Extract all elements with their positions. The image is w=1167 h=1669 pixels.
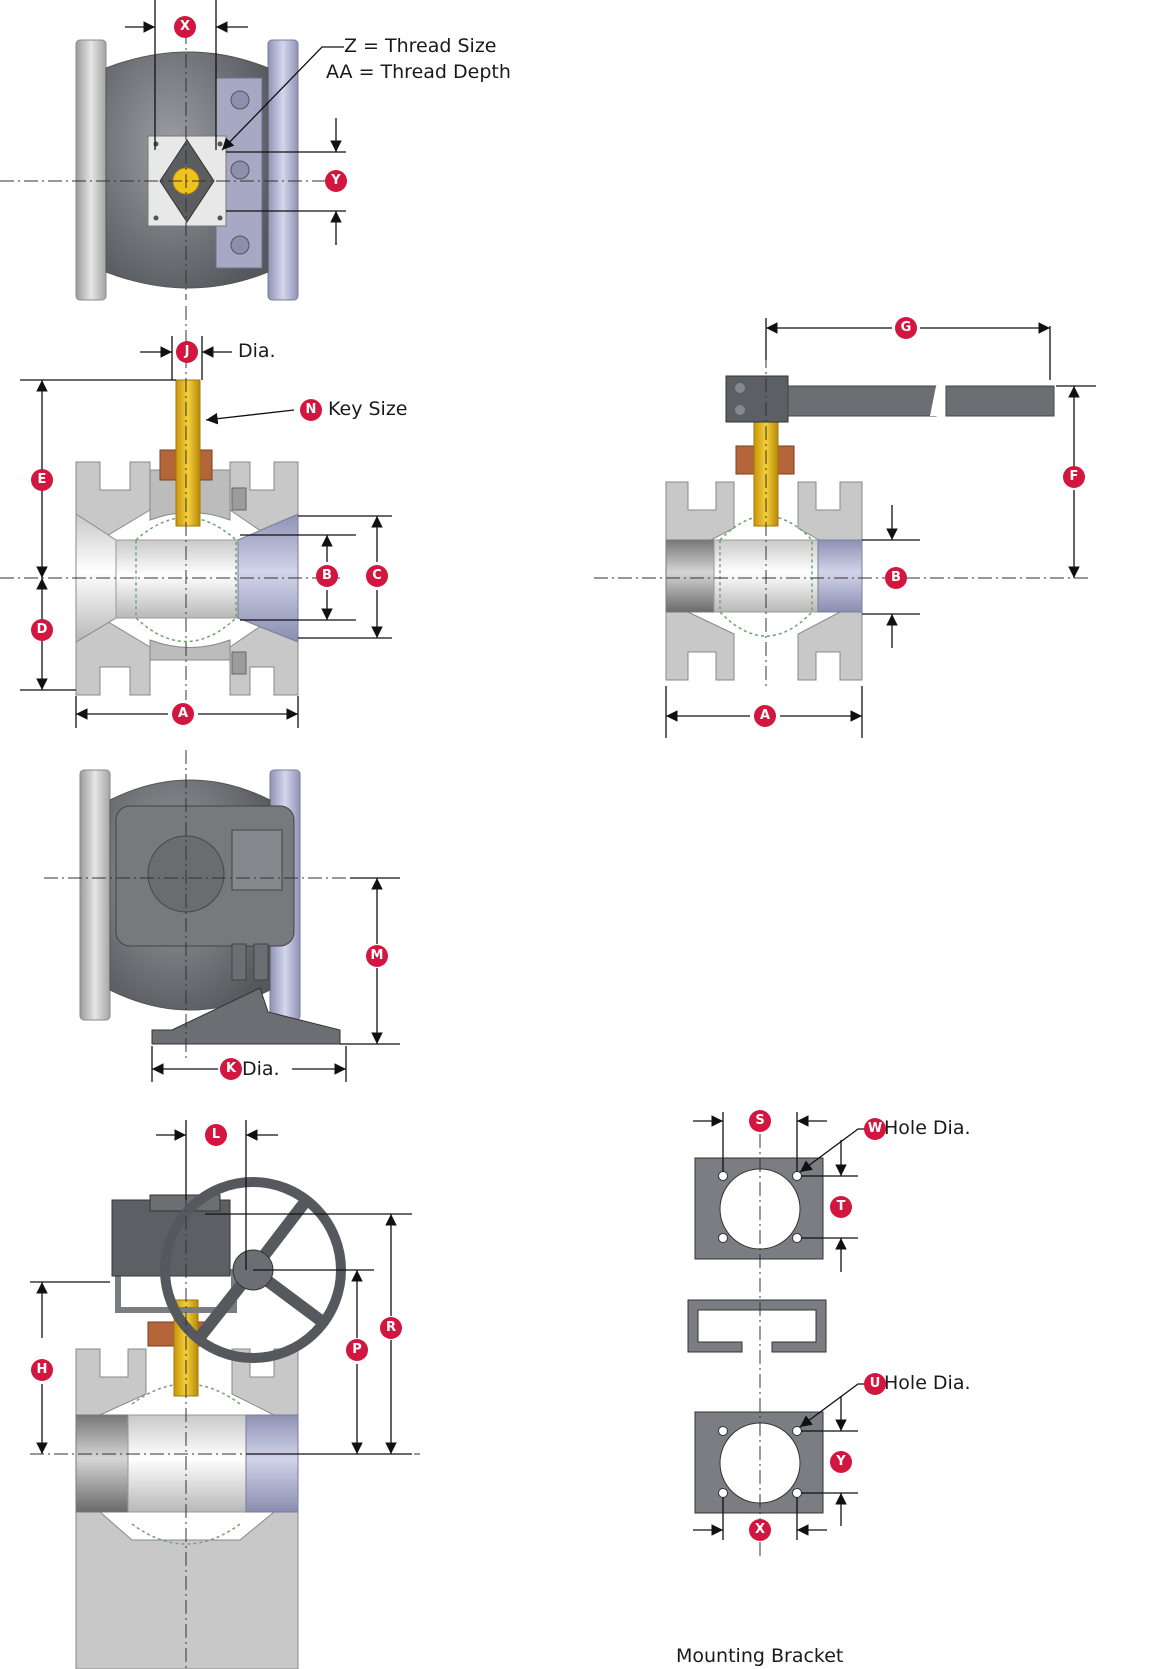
dim-badge-y-top: Y (325, 170, 347, 192)
k-dia-label: Dia. (242, 1058, 280, 1080)
thread-depth-label: AA = Thread Depth (326, 61, 511, 83)
dim-badge-t: T (830, 1196, 852, 1218)
dim-badge-m: M (366, 945, 388, 967)
view-gear-side (75, 1177, 346, 1669)
dim-badge-g: G (895, 317, 917, 339)
center-lines (0, 30, 1090, 1669)
dim-badge-a-right: A (754, 705, 776, 727)
view-gear-top (79, 769, 341, 1045)
j-dia-label: Dia. (238, 340, 276, 362)
dim-badge-a-left: A (172, 703, 194, 725)
dim-badge-f: F (1063, 466, 1085, 488)
view-mounting-bracket (687, 1157, 827, 1514)
dim-badge-u: U (864, 1373, 886, 1395)
view-lever (665, 375, 1055, 681)
dim-badge-b-right: B (885, 567, 907, 589)
view-section-key (75, 379, 299, 696)
dim-badge-r: R (380, 1317, 402, 1339)
mounting-bracket-label: Mounting Bracket (676, 1645, 844, 1667)
dim-badge-s: S (749, 1110, 771, 1132)
w-hole-dia-label: Hole Dia. (884, 1117, 971, 1139)
dim-badge-j: J (176, 341, 198, 363)
dim-badge-w: W (864, 1118, 886, 1140)
dim-badge-l: L (205, 1124, 227, 1146)
dimension-lines (20, 0, 1096, 1540)
dim-badge-k: K (220, 1058, 242, 1080)
dim-badge-b-left: B (316, 565, 338, 587)
dim-badge-c: C (366, 565, 388, 587)
dim-badge-n: N (300, 399, 322, 421)
dim-badge-d: D (31, 619, 53, 641)
dim-badge-x-bottom: X (749, 1519, 771, 1541)
u-hole-dia-label: Hole Dia. (884, 1372, 971, 1394)
dim-badge-y-bottom: Y (830, 1451, 852, 1473)
view-top-mounting (75, 39, 299, 301)
dim-badge-h: H (31, 1359, 53, 1381)
dim-badge-e: E (31, 469, 53, 491)
key-size-label: Key Size (328, 398, 408, 420)
dim-badge-x-top: X (174, 16, 196, 38)
dim-badge-p: P (346, 1339, 368, 1361)
thread-size-label: Z = Thread Size (344, 35, 497, 57)
